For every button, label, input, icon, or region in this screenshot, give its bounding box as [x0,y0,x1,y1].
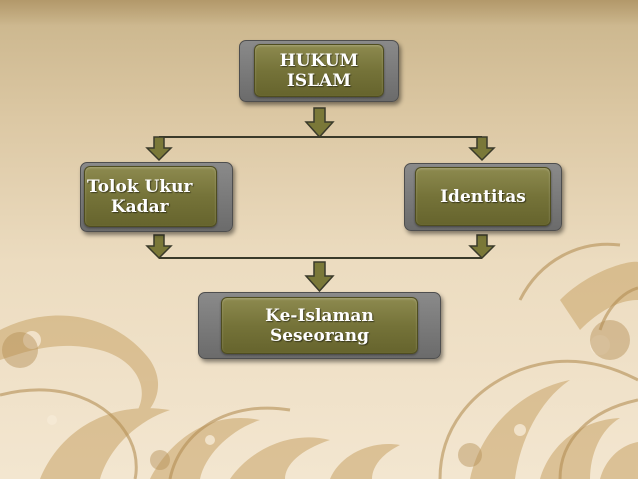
node-identitas: Identitas [404,163,562,231]
top-decorative-band [0,0,638,26]
node-identitas-label: Identitas [440,187,526,207]
node-keislaman-seseorang-label: Ke-Islaman Seseorang [265,305,374,346]
node-hukum-islam: HUKUM ISLAM [239,40,399,102]
node-keislaman-seseorang: Ke-Islaman Seseorang [198,292,441,359]
node-tolok-ukur-kadar: Tolok Ukur Kadar [80,162,233,232]
node-tolok-ukur-kadar-label: Tolok Ukur Kadar [87,177,193,217]
node-hukum-islam-label: HUKUM ISLAM [279,51,359,91]
